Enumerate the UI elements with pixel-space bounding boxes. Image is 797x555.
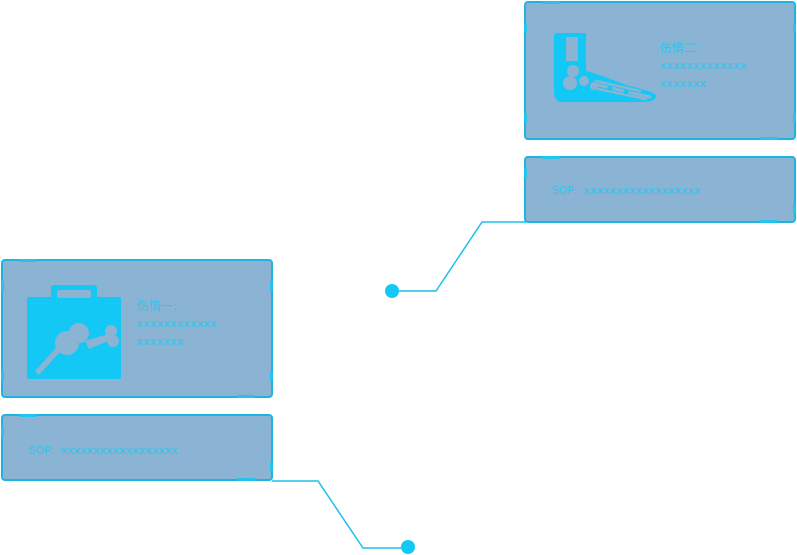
sop-one-card[interactable]: SOP: xxxxxxxxxxxxxxxxxx bbox=[1, 414, 273, 481]
panel-edge-tick bbox=[524, 168, 527, 178]
panel-edge-tick bbox=[793, 113, 796, 123]
injury-two-title: 伤情二: bbox=[660, 41, 701, 55]
panel-edge-tick bbox=[793, 204, 796, 214]
sop-two-card[interactable]: SOP: xxxxxxxxxxxxxxxxxx bbox=[524, 156, 796, 223]
injury-two-info: 伤情二: xxxxxxxxxxxxx xxxxxxx bbox=[660, 39, 747, 93]
panel-edge-tick bbox=[1, 371, 4, 381]
sop-one-value: xxxxxxxxxxxxxxxxxx bbox=[60, 444, 179, 457]
injury-one-line1: xxxxxxxxxxxx bbox=[137, 317, 218, 330]
injury-two-line1: xxxxxxxxxxxxx bbox=[660, 59, 748, 72]
panel-edge-tick bbox=[524, 113, 527, 123]
panel-edge-tick bbox=[793, 23, 796, 33]
anchor-dot-injury-two[interactable] bbox=[385, 284, 399, 298]
injury-two-card[interactable]: 伤情二: xxxxxxxxxxxxx xxxxxxx bbox=[524, 1, 796, 140]
injury-one-info: 伤情一: xxxxxxxxxxxx xxxxxxx bbox=[137, 297, 218, 351]
panel-edge-tick bbox=[1, 281, 4, 291]
sop-one-text: SOP: xxxxxxxxxxxxxxxxxx bbox=[29, 444, 178, 457]
panel-edge-tick bbox=[270, 462, 273, 472]
sop-two-label: SOP: bbox=[552, 184, 578, 197]
anchor-dot-injury-one[interactable] bbox=[401, 540, 415, 554]
connector-line-injury-two bbox=[393, 221, 526, 292]
panel-edge-tick bbox=[270, 371, 273, 381]
connector-line-injury-one bbox=[272, 480, 408, 549]
xray-clipboard-icon bbox=[27, 285, 121, 379]
injury-two-line2: xxxxxxx bbox=[660, 77, 707, 90]
injury-one-line2: xxxxxxx bbox=[137, 335, 184, 348]
panel-edge-tick bbox=[270, 281, 273, 291]
panel-edge-tick bbox=[524, 23, 527, 33]
injury-one-title: 伤情一: bbox=[137, 299, 178, 313]
foot-bone-icon bbox=[554, 33, 656, 102]
sop-two-text: SOP: xxxxxxxxxxxxxxxxxx bbox=[552, 184, 701, 197]
injury-one-card[interactable]: 伤情一: xxxxxxxxxxxx xxxxxxx bbox=[1, 259, 273, 398]
sop-two-value: xxxxxxxxxxxxxxxxxx bbox=[583, 184, 702, 197]
panel-edge-tick bbox=[1, 426, 4, 436]
sop-one-label: SOP: bbox=[29, 444, 55, 457]
